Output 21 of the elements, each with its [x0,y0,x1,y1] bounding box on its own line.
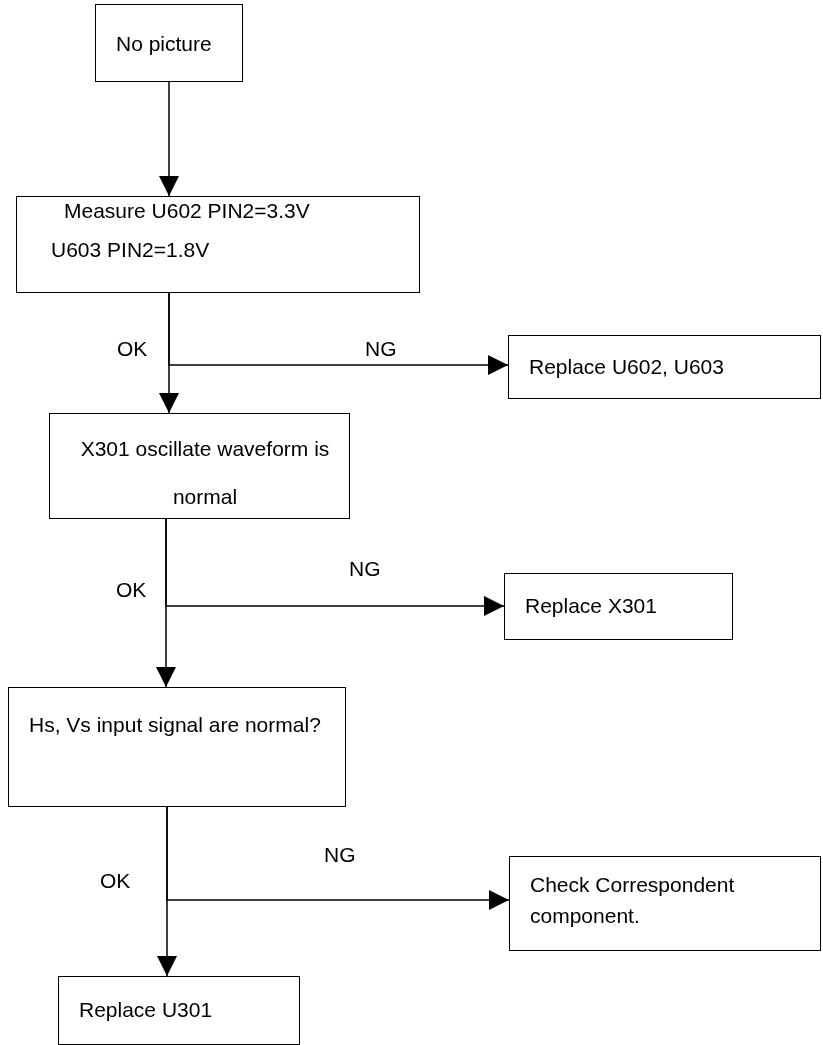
arrow [165,518,505,616]
arrow [166,806,510,910]
box-text: Replace X301 [525,593,658,619]
box-text: Measure U602 PIN2=3.3V [64,198,311,224]
process-box [509,856,821,951]
process-box [504,573,733,640]
arrow [159,81,179,197]
process-box [58,976,300,1045]
box-text: Replace U602, U603 [529,354,725,380]
process-box [49,413,350,519]
box-text: Hs, Vs input signal are normal? [29,712,322,738]
box-text: U603 PIN2=1.8V [51,237,211,263]
box-text: No picture [116,31,213,57]
box-text: Replace U301 [79,997,214,1023]
box-text: X301 oscillate waveform is normal [79,436,331,510]
process-box [508,335,821,399]
box-text: Check Correspondent component. [530,872,736,929]
arrow [168,292,509,375]
process-box [8,687,346,807]
process-box [16,196,420,293]
process-box [95,4,243,82]
